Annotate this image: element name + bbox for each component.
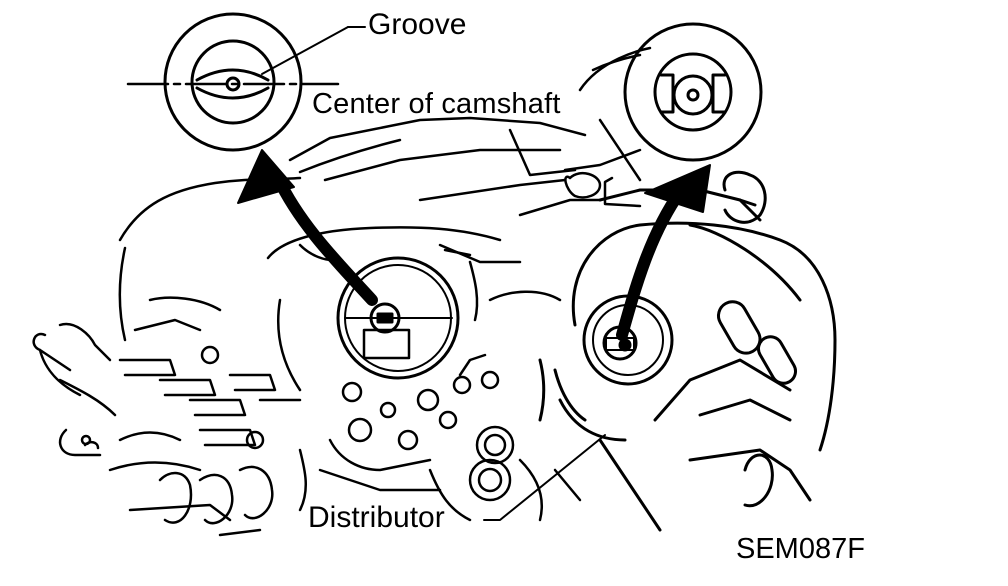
groove-label: Groove	[368, 8, 467, 41]
left-arrow	[237, 149, 378, 306]
camshaft-groove-inset	[126, 12, 340, 152]
engine-lower-left	[32, 296, 302, 537]
engine-block-outline	[118, 46, 652, 392]
distributor-body	[538, 170, 837, 532]
groove-leader-line	[261, 26, 349, 75]
center-of-camshaft-label: Center of camshaft	[312, 88, 561, 120]
distributor-leader-line	[483, 434, 606, 521]
camshaft-housing	[336, 256, 460, 380]
distributor-shaft-inset	[623, 22, 763, 162]
distributor-label: Distributor	[308, 501, 445, 534]
figure-code-label: SEM087F	[736, 533, 865, 565]
engine-lower-center	[298, 248, 582, 522]
